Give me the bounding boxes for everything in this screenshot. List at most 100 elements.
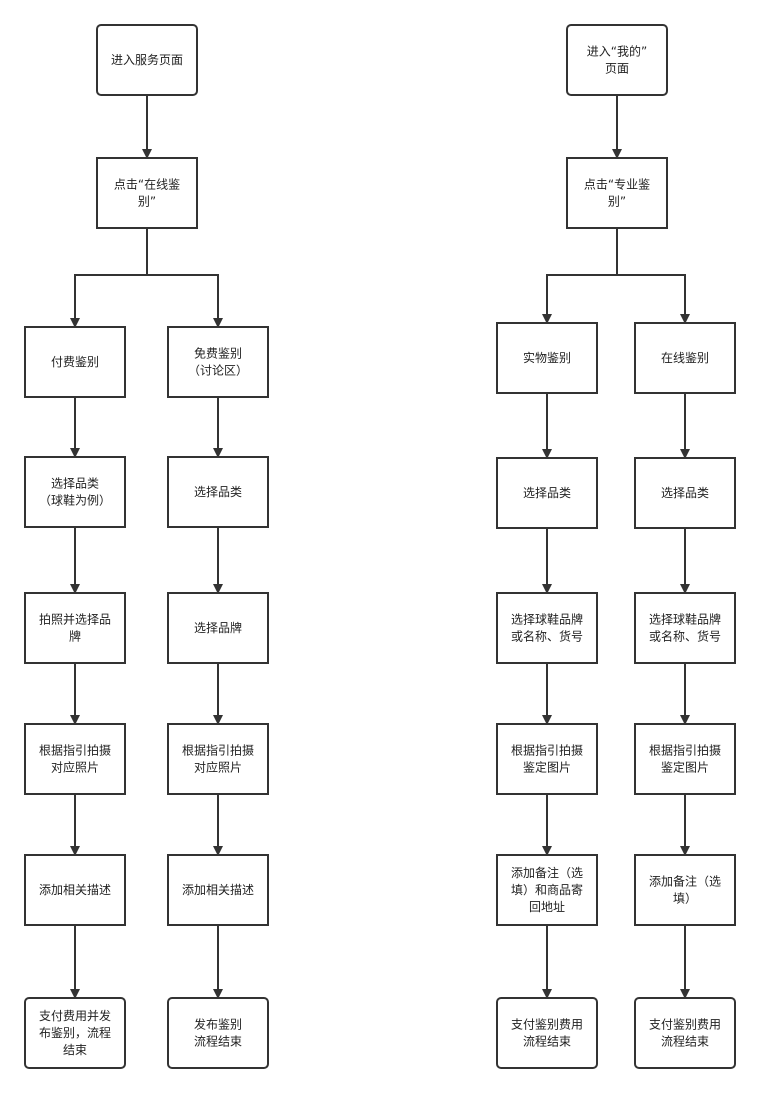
step-box xyxy=(167,326,269,398)
step-label: 别” xyxy=(138,195,156,209)
step-box xyxy=(167,723,269,795)
step-label: 支付费用并发 xyxy=(39,1008,111,1023)
step-node-ra2: 选择品类 xyxy=(496,457,598,529)
step-label: （球鞋为例） xyxy=(39,493,111,508)
step-box xyxy=(24,592,126,664)
step-box xyxy=(566,157,668,229)
step-label: 流程结束 xyxy=(661,1034,709,1049)
step-label: 选择球鞋品牌 xyxy=(511,612,583,627)
step-label: 添加相关描述 xyxy=(182,883,254,897)
step-box xyxy=(634,457,736,529)
step-node-lb5: 添加相关描述 xyxy=(167,854,269,926)
step-label: 页面 xyxy=(605,62,629,76)
step-label: 发布鉴别 xyxy=(194,1017,242,1032)
step-node-l1: 进入服务页面 xyxy=(96,24,198,96)
step-box xyxy=(496,854,598,926)
step-label: 在线鉴别 xyxy=(661,351,709,365)
step-label: 或名称、货号 xyxy=(649,629,721,644)
step-box xyxy=(96,24,198,96)
step-node-lb2: 选择品类 xyxy=(167,456,269,528)
step-label: 进入服务页面 xyxy=(111,52,183,67)
step-node-la1: 付费鉴别 xyxy=(24,326,126,398)
step-node-rb2: 选择品类 xyxy=(634,457,736,529)
step-label: 鉴定图片 xyxy=(523,760,571,775)
step-label: 支付鉴别费用 xyxy=(649,1018,721,1032)
arrow-r2-to-ra1 xyxy=(542,228,618,324)
step-box xyxy=(167,854,269,926)
step-label: 选择品牌 xyxy=(194,621,242,635)
step-box xyxy=(634,723,736,795)
step-label: 鉴定图片 xyxy=(661,760,709,775)
step-label: 添加备注（选 xyxy=(511,865,583,880)
step-label: 对应照片 xyxy=(194,760,242,775)
step-box xyxy=(167,456,269,528)
step-box xyxy=(24,854,126,926)
arrow-l2-to-lb1 xyxy=(146,228,223,328)
step-box xyxy=(634,322,736,394)
step-label: 选择品类 xyxy=(523,486,571,500)
step-box xyxy=(24,723,126,795)
step-label: 选择球鞋品牌 xyxy=(649,612,721,627)
step-box xyxy=(24,456,126,528)
step-label: 根据指引拍摄 xyxy=(649,743,721,758)
step-box xyxy=(634,592,736,664)
step-label: 对应照片 xyxy=(51,760,99,775)
process-steps: 进入服务页面点击“在线鉴别”付费鉴别免费鉴别（讨论区）选择品类（球鞋为例）选择品… xyxy=(24,24,736,1069)
step-box xyxy=(496,723,598,795)
step-node-r1: 进入“我的”页面 xyxy=(566,24,668,96)
step-box xyxy=(496,592,598,664)
step-box xyxy=(634,854,736,926)
step-label: 别” xyxy=(608,195,626,209)
step-label: 添加备注（选 xyxy=(649,874,721,889)
step-label: 结束 xyxy=(63,1043,87,1057)
step-label: 拍照并选择品 xyxy=(39,612,111,627)
step-label: 点击“在线鉴 xyxy=(114,178,180,192)
step-node-la2: 选择品类 （球鞋为例） xyxy=(24,456,126,528)
step-box xyxy=(634,997,736,1069)
step-label: 选择品类 xyxy=(51,477,99,491)
step-label: 免费鉴别 xyxy=(194,346,242,361)
step-node-ra1: 实物鉴别 xyxy=(496,322,598,394)
step-label: 流程结束 xyxy=(194,1034,242,1049)
step-label: 回地址 xyxy=(529,900,565,914)
step-node-lb3: 选择品牌 xyxy=(167,592,269,664)
step-label: 根据指引拍摄 xyxy=(182,743,254,758)
step-label: 或名称、货号 xyxy=(511,629,583,644)
step-label: 添加相关描述 xyxy=(39,883,111,897)
step-label: 根据指引拍摄 xyxy=(39,743,111,758)
step-box xyxy=(496,997,598,1069)
step-label: 布鉴别，流程 xyxy=(39,1025,111,1040)
step-node-rb1: 在线鉴别 xyxy=(634,322,736,394)
step-box xyxy=(24,326,126,398)
step-label: 支付鉴别费用 xyxy=(511,1018,583,1032)
step-box xyxy=(96,157,198,229)
step-box xyxy=(24,997,126,1069)
step-label: 点击“专业鉴 xyxy=(584,177,650,192)
step-label: （讨论区） xyxy=(188,364,248,378)
step-box xyxy=(167,997,269,1069)
step-node-l2: 点击“在线鉴别” xyxy=(96,157,198,229)
step-label: 流程结束 xyxy=(523,1034,571,1049)
step-label: 选择品类 xyxy=(661,486,709,500)
step-label: 根据指引拍摄 xyxy=(511,743,583,758)
step-label: 牌 xyxy=(69,630,81,644)
step-node-lb1: 免费鉴别 （讨论区） xyxy=(167,326,269,398)
step-box xyxy=(496,322,598,394)
arrow-r2-to-rb1 xyxy=(616,228,690,324)
step-box xyxy=(496,457,598,529)
arrow-l2-to-la1 xyxy=(70,228,148,328)
